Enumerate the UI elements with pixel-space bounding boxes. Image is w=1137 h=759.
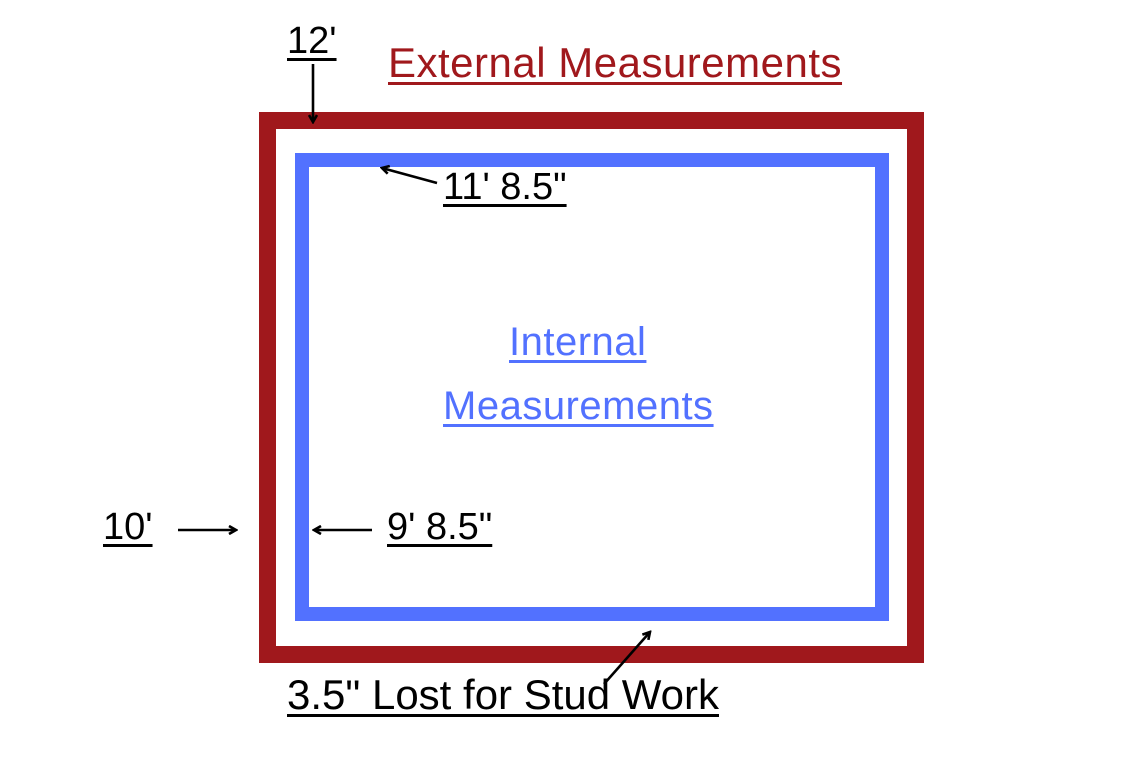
- internal-wall-frame: [295, 153, 889, 621]
- internal-measurements-title-line1: Internal: [509, 320, 647, 364]
- external-width-label: 12': [287, 20, 337, 62]
- external-height-label: 10': [103, 506, 153, 548]
- internal-measurements-title-line2: Measurements: [443, 384, 714, 428]
- external-wall-frame: [259, 112, 924, 663]
- internal-height-label: 9' 8.5": [387, 506, 493, 548]
- internal-width-label: 11' 8.5": [443, 166, 567, 208]
- stud-work-note: 3.5" Lost for Stud Work: [287, 671, 719, 718]
- arrow-left-up-icon: [382, 168, 438, 185]
- external-measurements-title: External Measurements: [388, 39, 843, 86]
- arrow-up-right-icon: [603, 632, 650, 685]
